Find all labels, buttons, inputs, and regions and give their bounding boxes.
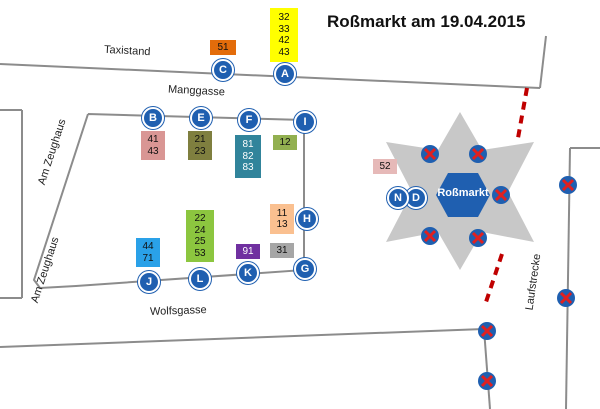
line-number: 52 [379,160,391,172]
lines-box-n: 52 [373,159,397,174]
line-number: 21 [194,134,206,145]
lines-box-e: 21 23 [188,131,212,160]
lines-box-i: 12 [273,135,297,150]
cancel-mark [469,229,487,247]
plaza-label: Roßmarkt [437,187,489,199]
street-wolfsgasse: Wolfsgasse [149,304,207,318]
stop-marker-i[interactable]: I [294,111,316,133]
lines-box-h: 11 13 [270,204,294,234]
line-number: 41 [147,134,159,145]
stop-marker-g[interactable]: G [294,258,316,280]
stop-marker-b[interactable]: B [142,107,164,129]
cancel-mark [557,289,575,307]
line-number: 24 [194,224,206,236]
lines-box-c: 51 [210,40,236,55]
cancelled-stops [421,145,577,390]
cancel-mark [559,176,577,194]
line-number: 51 [217,41,229,53]
line-number: 23 [194,145,206,157]
road-laufstrecke-left [483,328,491,409]
road-upper-right [539,35,547,89]
cancel-mark [478,372,496,390]
lines-box-j: 44 71 [136,238,160,267]
lines-box-a: 32 33 42 43 [270,8,298,62]
stop-marker-e[interactable]: E [190,107,212,129]
cancel-mark [421,227,439,245]
line-number: 43 [278,46,290,58]
stop-marker-a[interactable]: A [274,63,296,85]
stop-marker-n[interactable]: N [387,187,409,209]
cancel-mark [421,145,439,163]
stop-marker-h[interactable]: H [296,208,318,230]
line-number: 91 [242,245,254,257]
line-number: 13 [276,219,288,230]
lines-box-k: 91 [236,244,260,259]
stop-marker-l[interactable]: L [189,268,211,290]
stop-marker-d[interactable]: D [405,187,427,209]
cancel-mark [469,145,487,163]
barrier-upper [516,87,529,139]
line-number: 44 [142,241,154,252]
line-number: 22 [194,213,206,224]
line-number: 71 [142,252,154,264]
line-number: 25 [194,236,206,247]
line-number: 42 [278,35,290,46]
line-number: 11 [276,207,288,219]
barrier-lower [484,253,504,303]
stop-marker-c[interactable]: C [212,59,234,81]
line-number: 12 [279,136,291,148]
line-number: 33 [278,23,290,35]
lines-box-g: 31 [270,243,294,258]
plaza-hexagon [436,173,490,217]
lines-box-b: 41 43 [141,131,165,160]
line-number: 43 [147,145,159,157]
cancel-mark [478,322,496,340]
stop-marker-f[interactable]: F [238,109,260,131]
line-number: 83 [242,162,254,174]
stop-marker-j[interactable]: J [138,271,160,293]
lines-box-f: 81 82 83 [235,135,261,178]
street-taxistand: Taxistand [103,43,151,59]
line-number: 82 [242,150,254,162]
cancel-mark [492,186,510,204]
road-taxistand [0,63,541,89]
line-number: 53 [194,247,206,259]
line-number: 31 [276,244,288,256]
line-number: 81 [242,139,254,151]
stop-marker-k[interactable]: K [237,262,259,284]
lines-box-l: 22 24 25 53 [186,210,214,262]
map-title: Roßmarkt am 19.04.2015 [327,12,526,31]
line-number: 32 [278,12,290,23]
block-outline [32,113,305,290]
road-wolfsgasse [0,328,485,348]
